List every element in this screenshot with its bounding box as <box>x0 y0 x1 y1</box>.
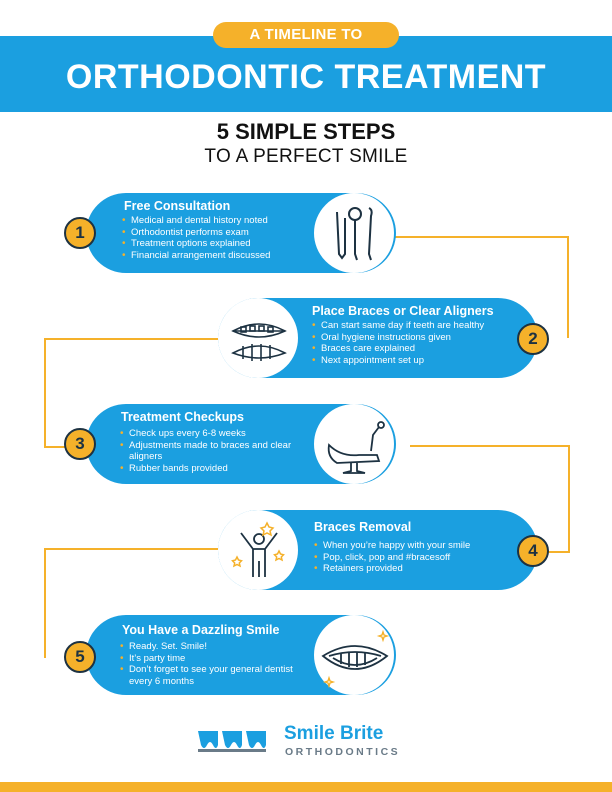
step-number-2: 2 <box>517 323 549 355</box>
list-item: •Check ups every 6-8 weeks <box>120 428 246 439</box>
list-item: •It’s party time <box>120 652 186 664</box>
smile-icon <box>314 615 394 695</box>
list-item: •Medical and dental history noted <box>122 215 268 226</box>
dental-chair-icon <box>314 404 394 484</box>
step-card-4: Braces Removal •When you’re happy with y… <box>218 510 538 590</box>
smile-brite-logo-icon <box>198 727 280 760</box>
step-title: Free Consultation <box>124 199 231 213</box>
list-item: •Braces care explained <box>312 343 415 354</box>
list-item: •Adjustments made to braces and clear al… <box>120 439 292 463</box>
title-banner <box>0 36 612 112</box>
footer-bar <box>0 782 612 792</box>
logo-subtitle: ORTHODONTICS <box>285 746 401 758</box>
list-item: •Next appointment set up <box>312 354 424 366</box>
connector-4-5 <box>44 548 226 658</box>
step-number-5: 5 <box>64 641 96 673</box>
step-list: •Can start same day if teeth are healthy… <box>312 320 522 366</box>
step-number-4: 4 <box>517 535 549 567</box>
list-item: •Don’t forget to see your general dentis… <box>120 664 293 687</box>
list-item: •Oral hygiene instructions given <box>312 331 451 343</box>
step-title: Braces Removal <box>314 520 412 534</box>
steps-heading: 5 SIMPLE STEPS <box>216 119 396 144</box>
connector-1-2 <box>385 236 569 338</box>
list-item: •Pop, click, pop and #bracesoff <box>314 551 451 563</box>
step-title: Place Braces or Clear Aligners <box>312 304 494 318</box>
timeline-pill: A TIMELINE TO <box>213 22 399 48</box>
page-title: ORTHODONTIC TREATMENT <box>65 58 547 96</box>
list-item: •Treatment options explained <box>122 238 251 249</box>
list-item: •When you’re happy with your smile <box>314 540 471 551</box>
step-list: •When you’re happy with your smile •Pop,… <box>314 540 514 575</box>
step-card-2: Place Braces or Clear Aligners •Can star… <box>218 298 538 378</box>
list-item: •Ready. Set. Smile! <box>120 641 207 652</box>
step-title: Treatment Checkups <box>121 410 244 424</box>
step-list: •Ready. Set. Smile! •It’s party time •Do… <box>120 641 310 687</box>
step-card-5: You Have a Dazzling Smile •Ready. Set. S… <box>86 615 396 695</box>
dental-tools-icon <box>314 193 394 273</box>
steps-subheading: TO A PERFECT SMILE <box>204 146 408 167</box>
step-card-3: Treatment Checkups •Check ups every 6-8 … <box>86 404 396 484</box>
list-item: •Can start same day if teeth are healthy <box>312 320 485 331</box>
step-list: •Medical and dental history noted •Ortho… <box>122 215 322 261</box>
logo-name: Smile Brite <box>284 723 384 744</box>
braces-teeth-icon <box>218 298 298 378</box>
list-item: •Retainers provided <box>314 563 403 574</box>
step-title: You Have a Dazzling Smile <box>122 623 280 637</box>
step-card-1: Free Consultation •Medical and dental hi… <box>86 193 396 273</box>
step-number-3: 3 <box>64 428 96 460</box>
step-list: •Check ups every 6-8 weeks •Adjustments … <box>120 428 300 474</box>
step-number-1: 1 <box>64 217 96 249</box>
celebrating-person-icon <box>218 510 298 590</box>
list-item: •Rubber bands provided <box>120 462 228 474</box>
list-item: •Financial arrangement discussed <box>122 249 271 261</box>
list-item: •Orthodontist performs exam <box>122 226 249 238</box>
